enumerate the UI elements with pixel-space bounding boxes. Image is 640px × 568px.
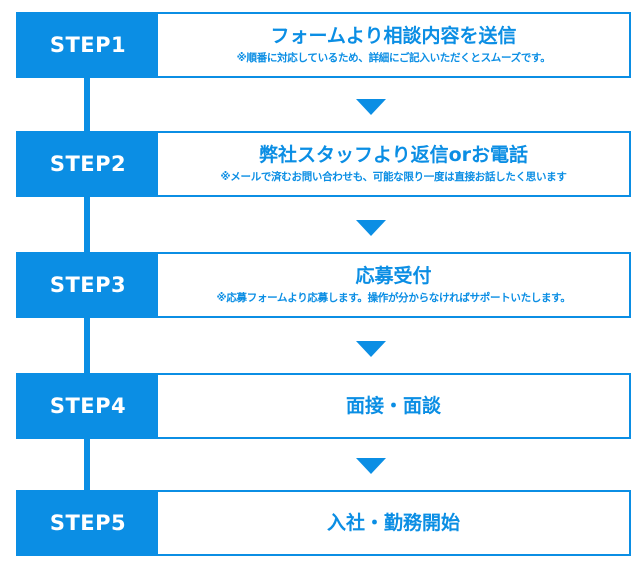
down-arrow-icon bbox=[356, 458, 386, 474]
step-4-title: 面接・面談 bbox=[345, 395, 441, 417]
step-4-label: STEP4 bbox=[18, 375, 158, 437]
step-1-title: フォームより相談内容を送信 bbox=[270, 25, 517, 47]
step-2-title: 弊社スタッフより返信orお電話 bbox=[258, 144, 529, 166]
step-3-content: 応募受付 ※応募フォームより応募します。操作が分からなければサポートいたします。 bbox=[158, 254, 629, 316]
step-1-content: フォームより相談内容を送信 ※順番に対応しているため、詳細にご記入いただくとスム… bbox=[158, 14, 629, 76]
down-arrow-icon bbox=[356, 220, 386, 236]
step-5-label: STEP5 bbox=[18, 492, 158, 554]
down-arrow-icon bbox=[356, 341, 386, 357]
step-2-label: STEP2 bbox=[18, 133, 158, 195]
step-4-box: STEP4 面接・面談 bbox=[16, 373, 631, 439]
step-3-title: 応募受付 bbox=[355, 265, 432, 287]
step-1-label: STEP1 bbox=[18, 14, 158, 76]
step-3-box: STEP3 応募受付 ※応募フォームより応募します。操作が分からなければサポート… bbox=[16, 252, 631, 318]
step-3-label: STEP3 bbox=[18, 254, 158, 316]
step-2-box: STEP2 弊社スタッフより返信orお電話 ※メールで済むお問い合わせも、可能な… bbox=[16, 131, 631, 197]
down-arrow-icon bbox=[356, 99, 386, 115]
step-2-note: ※メールで済むお問い合わせも、可能な限り一度は直接お話したく思います bbox=[220, 171, 567, 183]
step-1-note: ※順番に対応しているため、詳細にご記入いただくとスムーズです。 bbox=[236, 52, 551, 64]
step-5-box: STEP5 入社・勤務開始 bbox=[16, 490, 631, 556]
step-5-content: 入社・勤務開始 bbox=[158, 492, 629, 554]
step-5-title: 入社・勤務開始 bbox=[326, 512, 460, 534]
step-3-note: ※応募フォームより応募します。操作が分からなければサポートいたします。 bbox=[216, 292, 571, 304]
step-1-box: STEP1 フォームより相談内容を送信 ※順番に対応しているため、詳細にご記入い… bbox=[16, 12, 631, 78]
step-2-content: 弊社スタッフより返信orお電話 ※メールで済むお問い合わせも、可能な限り一度は直… bbox=[158, 133, 629, 195]
step-4-content: 面接・面談 bbox=[158, 375, 629, 437]
